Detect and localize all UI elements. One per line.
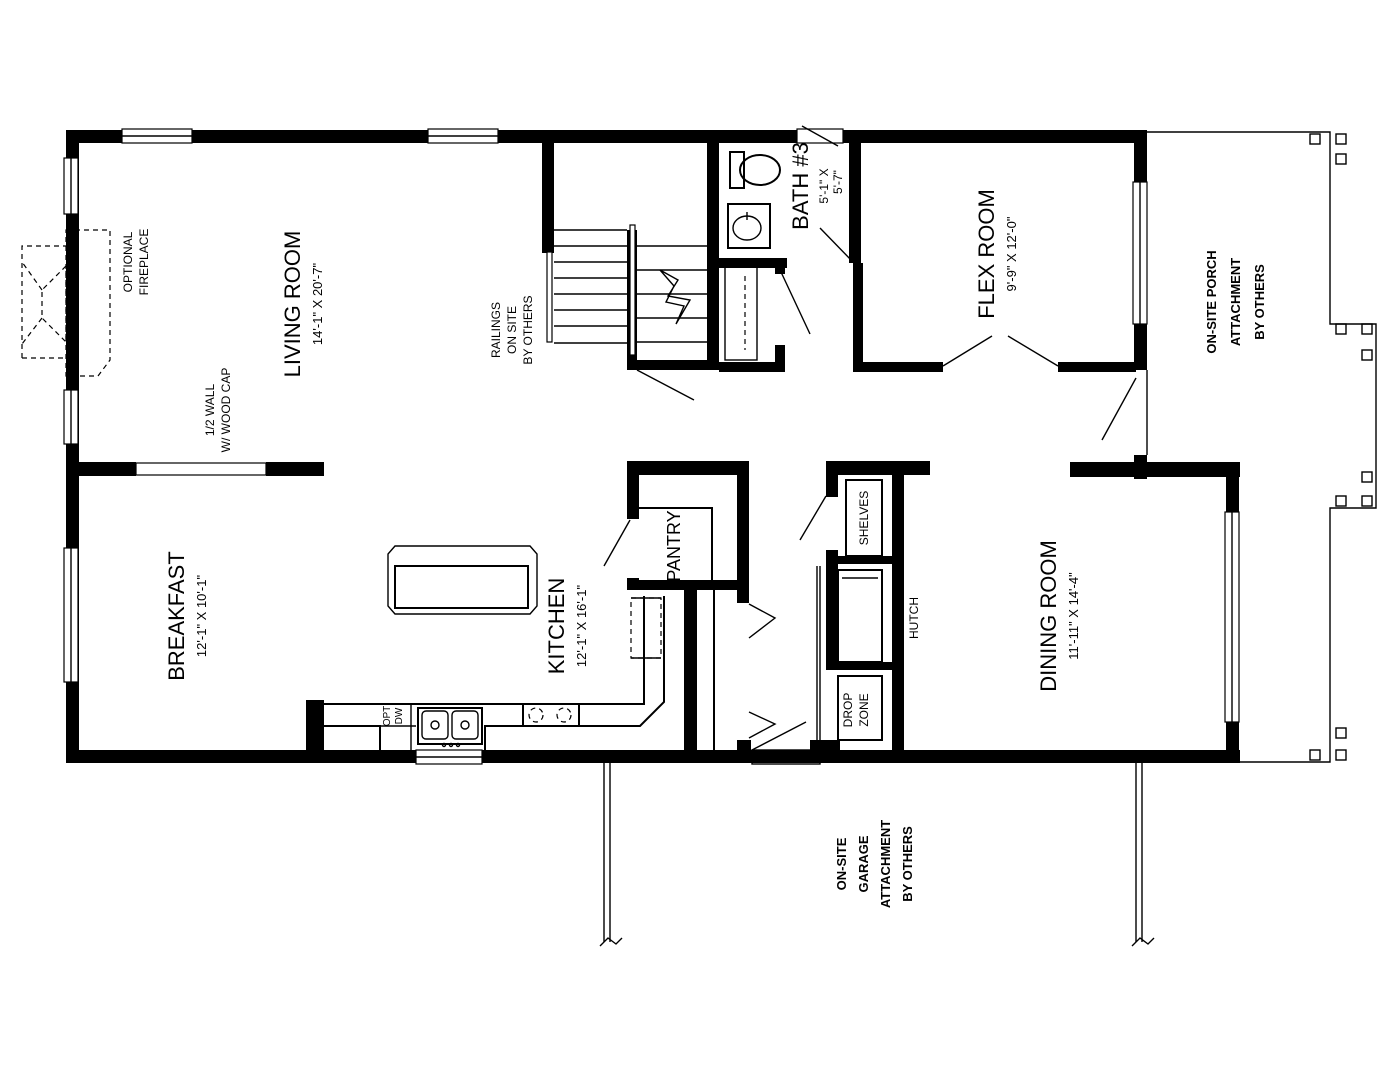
pantry-label: PANTRY (664, 510, 684, 581)
living-room-dims: 14'-1" X 20'-7" (310, 263, 325, 346)
garage-note-4: BY OTHERS (900, 826, 915, 902)
optional-fireplace (21, 229, 111, 377)
flex-room-dims: 9'-9" X 12'-0" (1004, 216, 1019, 291)
fireplace-note: OPTIONAL FIREPLACE (121, 229, 151, 296)
bath-name: BATH #3 (788, 142, 813, 230)
breakfast-dims: 12'-1" X 10'-1" (194, 575, 209, 658)
railings-note-2: ON SITE (505, 306, 519, 354)
porch-outline (1146, 131, 1377, 763)
bath-dims-1: 5'-1" X (817, 168, 831, 203)
kitchen-counter (324, 596, 665, 750)
hutch-label: BUILT-IN HUTCH (891, 594, 921, 642)
dining-room-dims: 11'-11" X 14'-4" (1066, 572, 1081, 660)
dining-room-name: DINING ROOM (1036, 540, 1061, 692)
pantry-text: PANTRY (664, 510, 684, 581)
fireplace-note-1: OPTIONAL (121, 231, 135, 292)
room-label-dining-room: DINING ROOM 11'-11" X 14'-4" (1036, 540, 1081, 692)
half-wall-note-2: W/ WOOD CAP (219, 368, 233, 453)
porch-note-3: BY OTHERS (1252, 264, 1267, 340)
windows (63, 125, 1240, 765)
living-room-name: LIVING ROOM (280, 231, 305, 378)
hutch-text-2: HUTCH (907, 597, 921, 639)
porch-note-2: ATTACHMENT (1228, 258, 1243, 346)
bath-dims-2: 5'-7" (831, 170, 845, 194)
kitchen-dims: 12'-1" X 16'-1" (574, 585, 589, 668)
opt-dw-label: OPT DW (382, 706, 405, 727)
room-label-flex-room: FLEX ROOM 9'-9" X 12'-0" (974, 189, 1019, 319)
garage-note-3: ATTACHMENT (878, 820, 893, 908)
kitchen-island (387, 545, 538, 615)
half-wall-note: 1/2 WALL W/ WOOD CAP (203, 368, 233, 453)
porch-note-1: ON-SITE PORCH (1204, 250, 1219, 353)
opt-dw-text-2: DW (394, 707, 405, 724)
garage-note-2: GARAGE (856, 835, 871, 892)
shelves-label: SHELVES (857, 491, 871, 545)
shelves-text: SHELVES (857, 491, 871, 545)
room-label-kitchen: KITCHEN 12'-1" X 16'-1" (544, 578, 589, 675)
garage-note-1: ON-SITE (834, 837, 849, 890)
room-label-breakfast: BREAKFAST 12'-1" X 10'-1" (164, 551, 209, 681)
opt-dw-text-1: OPT (382, 706, 393, 727)
railings-note: RAILINGS ON SITE BY OTHERS (489, 295, 535, 364)
half-wall-note-1: 1/2 WALL (203, 384, 217, 437)
flex-room-name: FLEX ROOM (974, 189, 999, 319)
room-label-living-room: LIVING ROOM 14'-1" X 20'-7" (280, 231, 325, 378)
bath-fixtures (724, 151, 854, 361)
railings-note-3: BY OTHERS (521, 295, 535, 364)
porch-note: ON-SITE PORCH ATTACHMENT BY OTHERS (1204, 250, 1267, 353)
breakfast-name: BREAKFAST (164, 551, 189, 681)
door-swings (603, 335, 1137, 765)
drop-zone-text-1: DROP (841, 693, 855, 728)
fireplace-note-2: FIREPLACE (137, 229, 151, 296)
kitchen-name: KITCHEN (544, 578, 569, 675)
drop-zone-text-2: ZONE (857, 693, 871, 726)
room-label-bath: BATH #3 5'-1" X 5'-7" (788, 142, 845, 230)
hutch-text-1: BUILT-IN (891, 594, 905, 642)
drop-zone-label: DROP ZONE (841, 693, 871, 728)
garage-outline (599, 763, 1155, 947)
staircase (546, 224, 707, 401)
interior-walls (66, 143, 1136, 763)
storage-units (639, 479, 883, 750)
railings-note-1: RAILINGS (489, 302, 503, 358)
garage-note: ON-SITE GARAGE ATTACHMENT BY OTHERS (834, 820, 915, 908)
exterior-walls (66, 130, 1240, 763)
